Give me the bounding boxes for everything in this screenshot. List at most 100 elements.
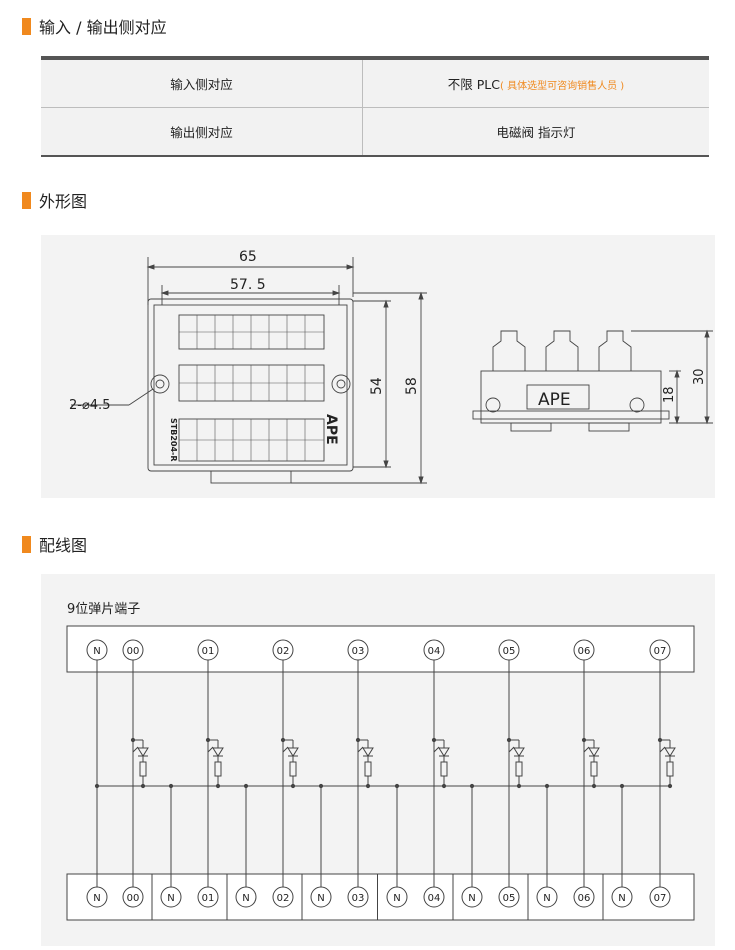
led-arrow [583,746,590,753]
terminal-label: 06 [578,646,591,657]
terminal: 02 [272,886,294,908]
terminal: 01 [197,886,219,908]
terminal-label: 06 [578,893,591,904]
terminal: N [86,886,108,908]
terminal: 03 [347,639,369,661]
terminal-circle [272,639,294,661]
dim-57-5: 57. 5 [230,277,266,293]
terminal: N [86,639,108,661]
terminal-label: N [167,893,174,904]
terminal-circle [197,886,219,908]
table-row: 输出侧对应 电磁阀 指示灯 [41,107,709,156]
terminal-label: 04 [428,646,441,657]
terminal: N [160,886,182,908]
led-symbol [588,747,600,757]
terminal-circle [498,639,520,661]
led-arrow [132,746,139,753]
terminal: N [461,886,483,908]
terminal-circle [423,886,445,908]
dim-hole: 2-⌀4.5 [69,398,110,413]
terminal-label: N [93,893,100,904]
resistor-symbol [364,761,372,777]
terminal-label: N [393,893,400,904]
section-wiring-title: 配线图 [22,534,87,555]
junction-dot [318,783,324,789]
led-arrow [357,746,364,753]
terminal-circle [498,886,520,908]
junction-dot [394,783,400,789]
brand-logo-top: APE [323,414,339,445]
terminal: 00 [122,886,144,908]
junction-dot [94,783,100,789]
led-symbol [438,747,450,757]
wiring-subtitle: 9位弹片端子 [67,602,141,617]
junction-dot [657,737,663,743]
row-value: 电磁阀 指示灯 [362,107,709,156]
resistor-symbol [289,761,297,777]
terminal: 00 [122,639,144,661]
junction-dot [441,783,447,789]
dim-30: 30 [692,368,707,385]
dim-54: 54 [369,377,385,395]
terminal-label: 02 [277,893,290,904]
row-label: 输出侧对应 [41,107,363,156]
terminal-circle [573,639,595,661]
terminal-circle [649,886,671,908]
terminal-label: 04 [428,893,441,904]
terminal-label: 00 [127,893,140,904]
terminal-label: N [468,893,475,904]
terminal-circle [461,886,483,908]
terminal: 06 [573,639,595,661]
terminal-circle [649,639,671,661]
led-arrow [207,746,214,753]
terminal-circle [86,639,108,661]
resistor-symbol [590,761,598,777]
table-row: 输入侧对应 不限 PLC( 具体选型可咨询销售人员 ) [41,58,709,108]
terminal: N [536,886,558,908]
junction-dot [290,783,296,789]
junction-dot [365,783,371,789]
terminal: 06 [573,886,595,908]
junction-dot [205,737,211,743]
terminal-label: 05 [503,646,516,657]
terminal: 07 [649,886,671,908]
terminal: 04 [423,639,445,661]
terminal-circle [272,886,294,908]
terminal-circle [573,886,595,908]
section-marker [22,17,31,35]
led-symbol [212,747,224,757]
terminal-circle [386,886,408,908]
terminal-circle [160,886,182,908]
led-arrow [508,746,515,753]
terminal-label: 01 [202,893,215,904]
terminal: N [310,886,332,908]
spec-table: 输入侧对应 不限 PLC( 具体选型可咨询销售人员 ) 输出侧对应 电磁阀 指示… [41,56,709,157]
terminal-circle [235,886,257,908]
junction-dot [506,737,512,743]
led-arrow [433,746,440,753]
junction-dot [619,783,625,789]
resistor-symbol [666,761,674,777]
section-outline-title: 外形图 [22,190,87,211]
terminal-label: N [543,893,550,904]
junction-dot [544,783,550,789]
outline-drawing: 65 57. 5 2-⌀4.5 54 58 STB204-R APE APE 1… [69,249,713,485]
junction-dot [591,783,597,789]
terminal-label: 07 [654,646,667,657]
dim-58: 58 [404,377,420,395]
terminal-label: 02 [277,646,290,657]
terminal-circle [347,639,369,661]
row-label: 输入侧对应 [41,58,363,108]
terminal-circle [536,886,558,908]
junction-dot [469,783,475,789]
section-io-title: 输入 / 输出侧对应 [22,16,167,37]
terminal-circle [310,886,332,908]
led-symbol [287,747,299,757]
terminal-circle [611,886,633,908]
junction-dot [667,783,673,789]
junction-dot [130,737,136,743]
terminal-circle [86,886,108,908]
terminal-label: 07 [654,893,667,904]
resistor-symbol [139,761,147,777]
